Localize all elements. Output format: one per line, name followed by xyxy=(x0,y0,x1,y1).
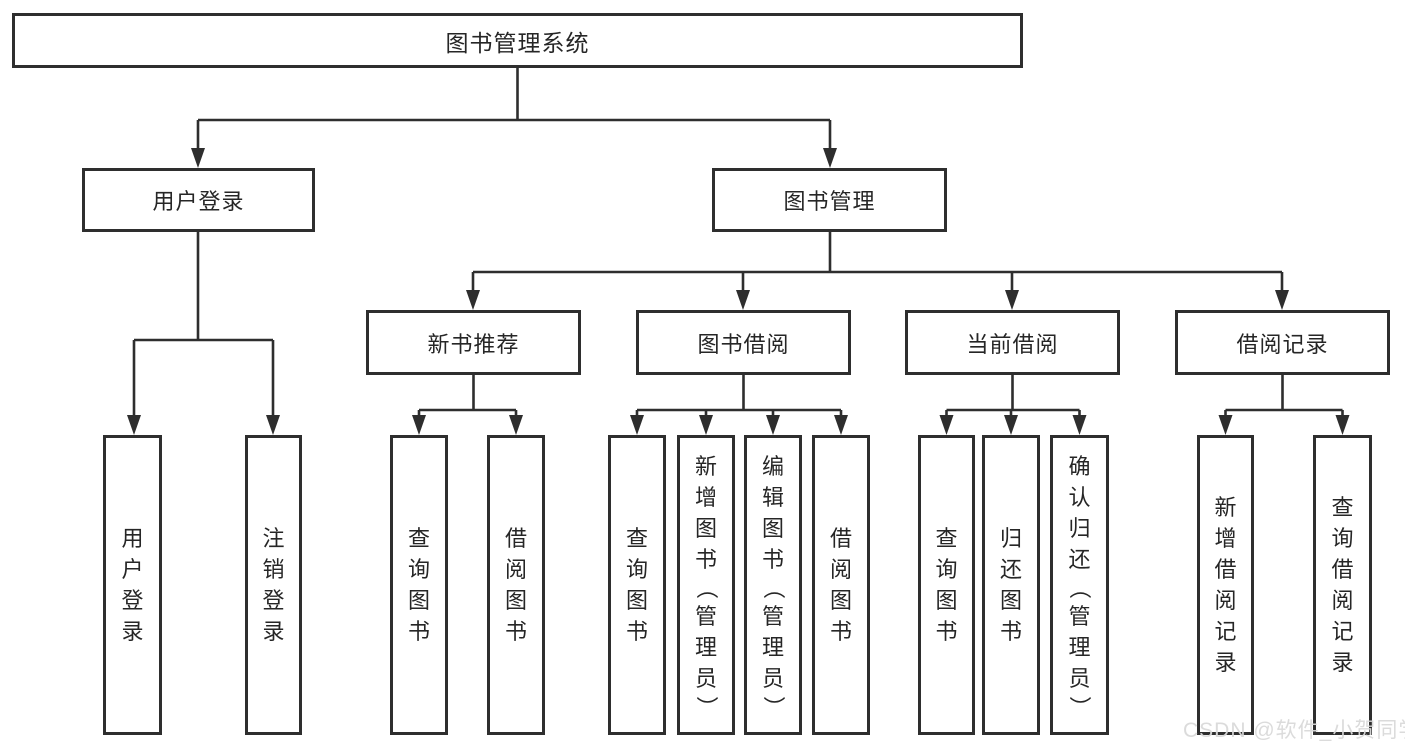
leaf-logout: 注销登录 xyxy=(245,435,302,735)
leaf-query-books-current: 查询图书 xyxy=(918,435,975,735)
node-label: 当前借阅 xyxy=(966,331,1059,357)
arrowheads xyxy=(127,148,1350,435)
leaf-label: 用户登录 xyxy=(121,526,144,644)
node-new-book-recommend: 新书推荐 xyxy=(366,310,581,375)
leaf-label: 确认归还（管理员） xyxy=(1067,453,1093,718)
leaf-label: 编辑图书（管理员） xyxy=(760,453,786,718)
leaf-label: 查询借阅记录 xyxy=(1331,495,1354,675)
node-book-management: 图书管理 xyxy=(712,168,947,232)
node-label: 图书借阅 xyxy=(697,331,790,357)
node-label: 图书管理系统 xyxy=(445,29,590,56)
leaf-query-books-borrowing: 查询图书 xyxy=(608,435,666,735)
csdn-watermark: CSDN @软件_小贺同学 xyxy=(1183,719,1405,742)
leaf-label: 新增借阅记录 xyxy=(1214,495,1237,675)
leaf-borrow-books: 借阅图书 xyxy=(812,435,870,735)
leaf-label: 归还图书 xyxy=(999,526,1022,644)
node-label: 用户登录 xyxy=(152,189,245,214)
leaf-label: 借阅图书 xyxy=(829,526,852,644)
leaf-label: 查询图书 xyxy=(407,526,430,644)
leaf-query-books-recommend: 查询图书 xyxy=(390,435,448,735)
leaf-add-borrow-record: 新增借阅记录 xyxy=(1197,435,1254,735)
node-library-management-system: 图书管理系统 xyxy=(12,13,1023,68)
node-user-login: 用户登录 xyxy=(82,168,315,232)
leaf-confirm-return-admin: 确认归还（管理员） xyxy=(1050,435,1109,735)
leaf-return-books: 归还图书 xyxy=(982,435,1040,735)
node-book-borrowing: 图书借阅 xyxy=(636,310,851,375)
leaf-label: 注销登录 xyxy=(262,526,285,644)
leaf-edit-books-admin: 编辑图书（管理员） xyxy=(744,435,802,735)
leaf-add-books-admin: 新增图书（管理员） xyxy=(677,435,735,735)
node-label: 新书推荐 xyxy=(427,331,520,357)
node-label: 图书管理 xyxy=(783,189,876,214)
leaf-label: 查询图书 xyxy=(935,526,958,644)
leaf-user-login: 用户登录 xyxy=(103,435,162,735)
leaf-query-borrow-record: 查询借阅记录 xyxy=(1313,435,1372,735)
node-current-borrowing: 当前借阅 xyxy=(905,310,1120,375)
leaf-label: 借阅图书 xyxy=(504,526,527,644)
leaf-label: 新增图书（管理员） xyxy=(693,453,719,718)
leaf-borrow-books-recommend: 借阅图书 xyxy=(487,435,545,735)
node-borrowing-records: 借阅记录 xyxy=(1175,310,1390,375)
leaf-label: 查询图书 xyxy=(625,526,648,644)
node-label: 借阅记录 xyxy=(1236,331,1329,357)
